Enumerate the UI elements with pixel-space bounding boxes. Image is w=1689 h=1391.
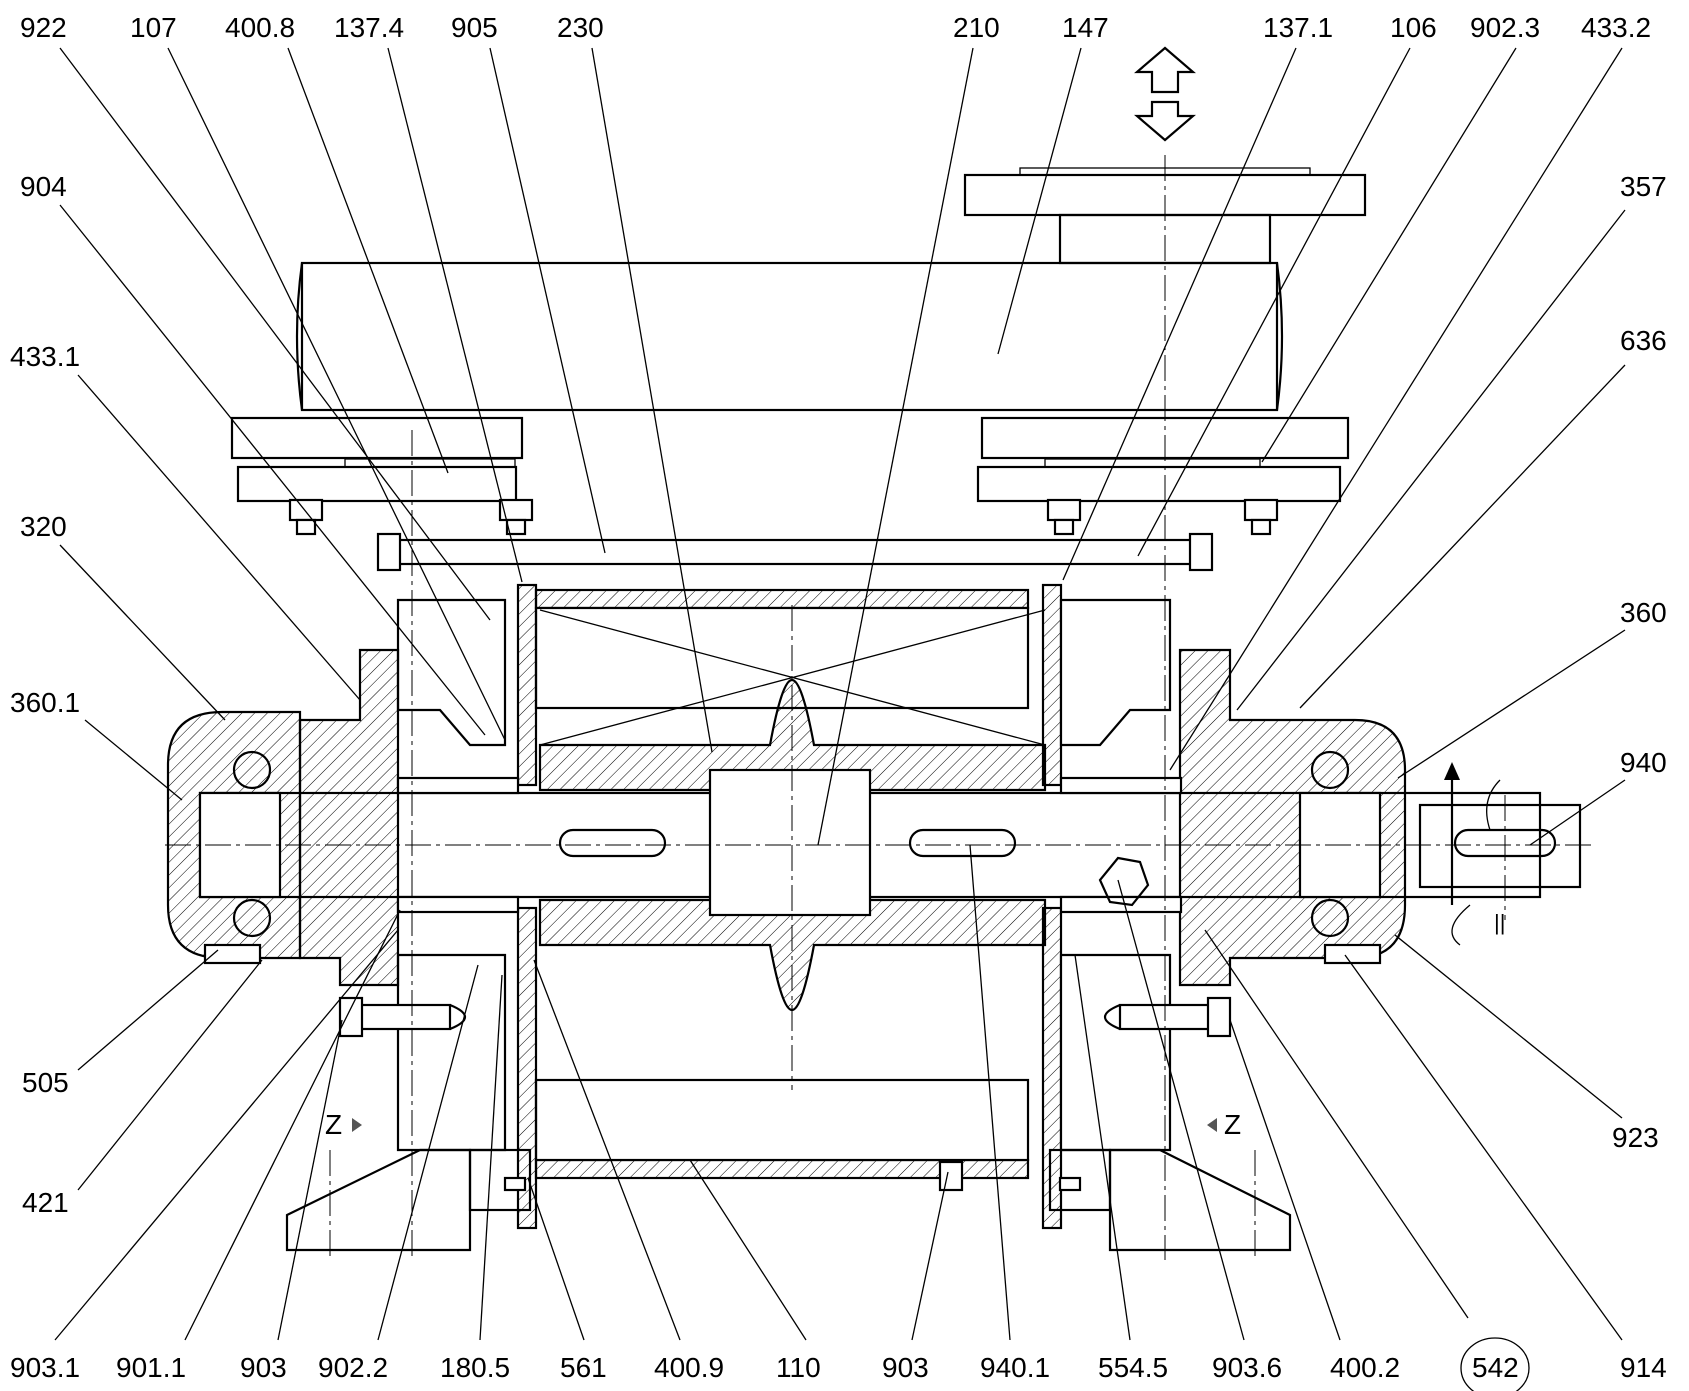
label-210: 210: [953, 12, 1000, 43]
marker-tick: ||: [1494, 910, 1505, 935]
shaft: [198, 768, 1582, 917]
label-903-mid: 903: [882, 1352, 929, 1383]
label-542-circle: [1460, 1337, 1530, 1391]
label-903-6: 903.6: [1212, 1352, 1282, 1383]
label-400-2: 400.2: [1330, 1352, 1400, 1383]
drain-plug: [938, 1160, 964, 1192]
label-110: 110: [776, 1352, 821, 1383]
label-433-1: 433.1: [10, 341, 80, 372]
label-421: 421: [22, 1187, 69, 1218]
label-904: 904: [20, 171, 67, 202]
left-flanges: [230, 416, 524, 503]
label-230: 230: [557, 12, 604, 43]
bottom-labels: 903.1 901.1 903 902.2 180.5 561 400.9 11…: [10, 1352, 1667, 1383]
label-903-left: 903: [240, 1352, 287, 1383]
right-flanges: [976, 416, 1350, 503]
label-360: 360: [1620, 597, 1667, 628]
label-137-1: 137.1: [1263, 12, 1333, 43]
right-side-plates: [1041, 583, 1172, 1230]
label-147: 147: [1062, 12, 1109, 43]
label-360-1: 360.1: [10, 687, 80, 718]
label-901-1: 901.1: [116, 1352, 186, 1383]
label-106: 106: [1390, 12, 1437, 43]
label-940: 940: [1620, 747, 1667, 778]
tie-rod: [376, 532, 1214, 572]
right-labels: 357 636 360 940 923: [1612, 171, 1667, 1153]
label-180-5: 180.5: [440, 1352, 510, 1383]
adjust-arrows: [1134, 46, 1196, 142]
top-labels: 922 107 400.8 137.4 905 230 210 147 137.…: [20, 12, 1651, 43]
label-922: 922: [20, 12, 67, 43]
label-902-2: 902.2: [318, 1352, 388, 1383]
right-bearing-housing: [1178, 648, 1407, 987]
label-554-5: 554.5: [1098, 1352, 1168, 1383]
seals: [396, 776, 1183, 914]
label-357: 357: [1620, 171, 1667, 202]
label-433-2: 433.2: [1581, 12, 1651, 43]
label-505: 505: [22, 1067, 69, 1098]
left-labels: 904 433.1 320 360.1 505 421: [10, 171, 80, 1218]
label-914: 914: [1620, 1352, 1667, 1383]
rotation-arrow: [1444, 762, 1501, 946]
left-foot: [285, 1148, 532, 1252]
leader-lines: [54, 47, 1626, 1341]
left-side-plates: [396, 583, 538, 1230]
label-923: 923: [1612, 1122, 1659, 1153]
right-foot: [1048, 1148, 1292, 1252]
motor-housing: [295, 261, 1284, 412]
label-320: 320: [20, 511, 67, 542]
marker-z-left: Z: [325, 1109, 342, 1140]
flange-bolts: [288, 498, 1279, 536]
centerlines: [165, 155, 1595, 1260]
label-636: 636: [1620, 325, 1667, 356]
label-561: 561: [560, 1352, 607, 1383]
pump-casing: [534, 588, 1030, 1180]
label-400-9: 400.9: [654, 1352, 724, 1383]
label-903-1: 903.1: [10, 1352, 80, 1383]
left-bearing-housing: [166, 648, 400, 987]
label-137-4: 137.4: [334, 12, 404, 43]
z-arrow-left: [352, 1118, 362, 1132]
label-940-1: 940.1: [980, 1352, 1050, 1383]
marker-z-right: Z: [1224, 1109, 1241, 1140]
label-107: 107: [130, 12, 177, 43]
z-arrow-right: [1207, 1118, 1217, 1132]
label-902-3: 902.3: [1470, 12, 1540, 43]
hex-nut: [1098, 856, 1150, 907]
label-400-8: 400.8: [225, 12, 295, 43]
label-542: 542: [1472, 1352, 1519, 1383]
label-905: 905: [451, 12, 498, 43]
